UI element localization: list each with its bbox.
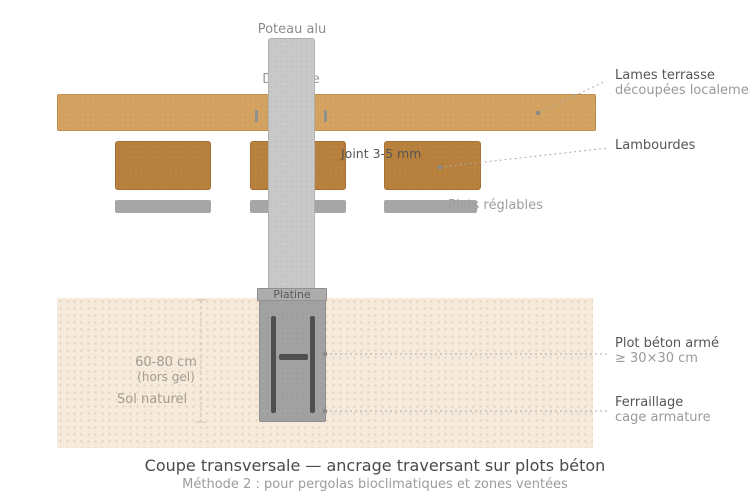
pedestal-1 xyxy=(115,200,211,213)
deck-label: Lames terrasse découpées localement xyxy=(615,68,750,98)
diagram-subtitle: Méthode 2 : pour pergolas bioclimatiques… xyxy=(182,477,568,492)
aluminium-post xyxy=(268,38,315,292)
post-label: Poteau alu xyxy=(257,22,327,37)
joist-1 xyxy=(115,141,211,190)
diagram-title: Coupe transversale — ancrage traversant … xyxy=(144,456,606,475)
concrete-pier xyxy=(259,300,326,422)
frost-depth-line1: 60-80 cm xyxy=(135,355,197,370)
base-plate: Platine xyxy=(257,288,327,301)
rebar-label-line1: Ferraillage xyxy=(615,395,684,410)
concrete-pier-label-line1: Plot béton armé xyxy=(615,336,720,351)
natural-soil-label: Sol naturel xyxy=(117,392,188,407)
pedestal-3 xyxy=(384,200,477,213)
deck-joint-mark-right xyxy=(324,110,327,122)
rebar-vertical-left xyxy=(271,316,276,413)
rebar-label: Ferraillage cage armature xyxy=(615,395,711,425)
concrete-pier-label-line2: ≥ 30×30 cm xyxy=(615,351,698,366)
rebar-label-line2: cage armature xyxy=(615,410,711,425)
concrete-pier-label: Plot béton armé ≥ 30×30 cm xyxy=(615,336,719,366)
rebar-cross-tie xyxy=(279,354,308,360)
frost-depth-line2: (hors gel) xyxy=(137,370,195,384)
joists-label: Lambourdes xyxy=(615,138,696,153)
joint-gap-label: Joint 3-5 mm xyxy=(341,146,422,161)
deck-label-line2: découpées localement xyxy=(615,83,750,98)
rebar-vertical-right xyxy=(310,316,315,413)
pedestals-label: Plots réglables xyxy=(448,198,543,213)
deck-label-line1: Lames terrasse xyxy=(615,68,715,83)
deck-joint-mark-left xyxy=(255,110,258,122)
base-plate-label: Platine xyxy=(273,288,311,301)
frost-depth-label: 60-80 cm (hors gel) xyxy=(135,355,197,385)
